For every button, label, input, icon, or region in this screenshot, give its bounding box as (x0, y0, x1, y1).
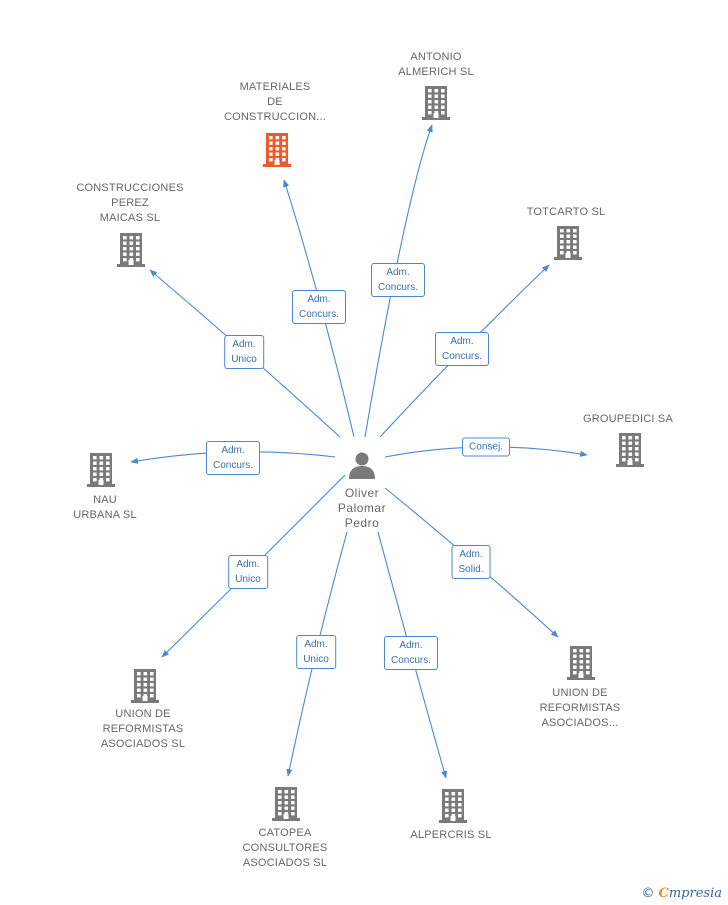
company-label-union-reformistas-2[interactable]: UNION DE REFORMISTAS ASOCIADOS... (540, 686, 621, 731)
role-label-construcciones-perez: Adm. Unico (224, 335, 264, 369)
role-label-line: Consej. (469, 441, 503, 453)
role-label-materiales: Adm. Concurs. (291, 290, 347, 324)
building-icon[interactable] (130, 668, 160, 704)
company-label-line: CONSTRUCCION... (224, 111, 326, 123)
company-label-catopea[interactable]: CATOPEA CONSULTORES ASOCIADOS SL (243, 826, 328, 871)
company-label-line: PEREZ (111, 197, 149, 209)
company-label-materiales[interactable]: MATERIALES DE CONSTRUCCION... (224, 80, 326, 125)
role-label-antonio-almerich: Adm. Concurs. (370, 263, 426, 297)
role-label-line: Adm. (304, 639, 328, 650)
company-label-alpercris[interactable]: ALPERCRIS SL (410, 828, 491, 843)
building-icon[interactable] (566, 645, 596, 681)
edge-antonio-almerich (364, 124, 433, 438)
building-icon[interactable] (271, 786, 301, 822)
role-label-line: Solid. (458, 564, 484, 575)
brand-logo: ©Cmpresia (642, 886, 723, 901)
role-label-line: Adm. (450, 336, 474, 347)
company-label-line: REFORMISTAS (102, 723, 184, 735)
person-name-line: Pedro (344, 516, 380, 530)
company-label-line: ALPERCRIS SL (410, 829, 492, 841)
company-label-line: ASOCIADOS SL (100, 738, 186, 750)
company-label-totcarto[interactable]: TOTCARTO SL (527, 205, 606, 220)
role-label-line: Adm. (386, 267, 410, 278)
company-label-line: NAU (93, 494, 117, 506)
company-label-line: ALMERICH SL (398, 66, 474, 78)
company-label-line: CONSULTORES (242, 842, 328, 854)
role-label-totcarto: Adm. Concurs. (434, 332, 490, 366)
company-label-line: REFORMISTAS (539, 702, 621, 714)
brand-name: mpresia (668, 886, 722, 901)
role-label-line: Unico (235, 574, 261, 585)
company-label-line: URBANA SL (73, 509, 137, 521)
brand-initial: C (658, 886, 669, 901)
company-label-line: ASOCIADOS... (541, 717, 619, 729)
person-name-line: Palomar (337, 501, 387, 515)
role-label-catopea: Adm. Unico (296, 635, 336, 669)
company-label-groupedici[interactable]: GROUPEDICI SA (583, 412, 673, 427)
company-label-line: MATERIALES (239, 81, 311, 93)
building-icon[interactable] (262, 132, 292, 168)
person-name-line: Oliver (344, 486, 380, 500)
person-icon[interactable] (347, 450, 377, 480)
role-label-line: Adm. (232, 339, 256, 350)
role-label-line: Adm. (221, 445, 245, 456)
building-icon[interactable] (438, 788, 468, 824)
company-label-line: MAICAS SL (99, 212, 161, 224)
company-label-line: CATOPEA (258, 827, 312, 839)
company-label-line: ANTONIO (410, 51, 462, 63)
company-label-line: UNION DE (552, 687, 608, 699)
company-label-construcciones-perez[interactable]: CONSTRUCCIONES PEREZ MAICAS SL (76, 181, 183, 226)
building-icon[interactable] (421, 85, 451, 121)
role-label-line: Adm. (459, 549, 483, 560)
building-icon[interactable] (553, 225, 583, 261)
company-label-line: GROUPEDICI SA (582, 413, 674, 425)
company-label-nau-urbana[interactable]: NAU URBANA SL (73, 493, 137, 523)
role-label-union-reformistas-2: Adm. Solid. (451, 545, 491, 579)
company-label-line: CONSTRUCCIONES (76, 182, 184, 194)
role-label-line: Concurs. (212, 460, 254, 471)
company-label-line: TOTCARTO SL (526, 206, 606, 218)
role-label-line: Adm. (399, 640, 423, 651)
role-label-line: Concurs. (377, 282, 419, 293)
role-label-union-reformistas-sl: Adm. Unico (228, 555, 268, 589)
company-label-line: ASOCIADOS SL (242, 857, 328, 869)
role-label-line: Concurs. (441, 351, 483, 362)
company-label-union-reformistas-sl[interactable]: UNION DE REFORMISTAS ASOCIADOS SL (101, 707, 185, 752)
role-label-line: Adm. (236, 559, 260, 570)
role-label-line: Adm. (307, 294, 331, 305)
role-label-line: Concurs. (390, 655, 432, 666)
role-label-alpercris: Adm. Concurs. (383, 636, 439, 670)
copyright-icon: © (641, 886, 655, 901)
company-label-antonio-almerich[interactable]: ANTONIO ALMERICH SL (398, 50, 474, 80)
building-icon[interactable] (116, 232, 146, 268)
role-label-groupedici: Consej. (462, 437, 510, 457)
role-label-line: Unico (303, 654, 329, 665)
building-icon[interactable] (86, 452, 116, 488)
person-name[interactable]: Oliver Palomar Pedro (338, 486, 386, 531)
role-label-line: Concurs. (298, 309, 340, 320)
role-label-line: Unico (231, 354, 257, 365)
building-icon[interactable] (615, 432, 645, 468)
role-label-nau-urbana: Adm. Concurs. (205, 441, 261, 475)
company-label-line: DE (267, 96, 283, 108)
company-label-line: UNION DE (115, 708, 171, 720)
